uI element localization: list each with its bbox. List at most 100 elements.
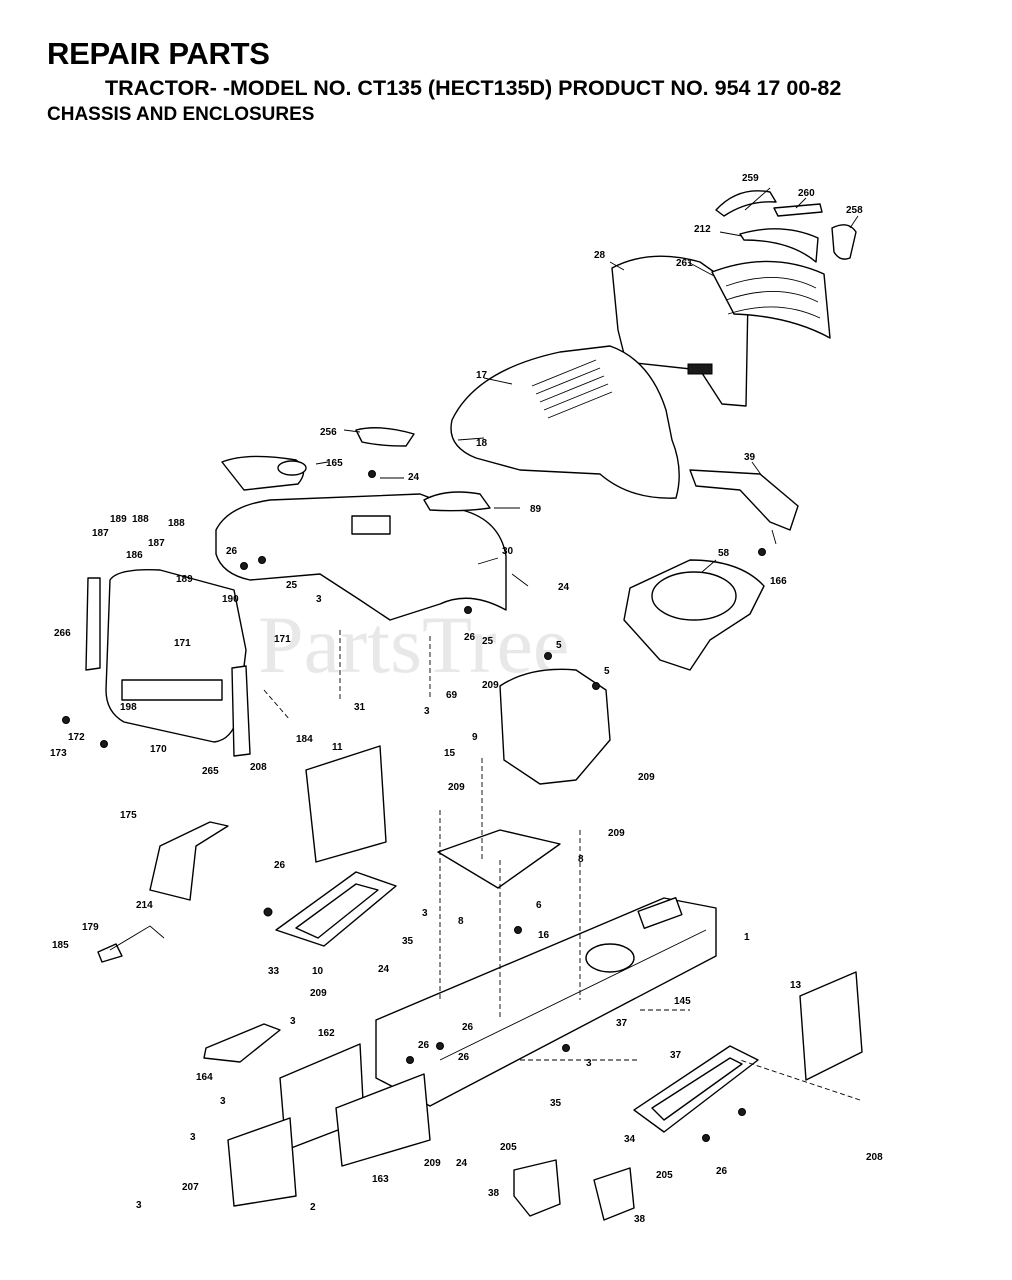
part-175	[149, 821, 229, 901]
callout: 171	[174, 638, 191, 649]
bolt	[544, 652, 552, 660]
callout: 18	[476, 438, 488, 449]
part-185	[97, 943, 123, 963]
callout: 179	[82, 922, 99, 933]
callout: 209	[448, 782, 465, 793]
callout: 205	[500, 1142, 517, 1153]
part-30	[215, 493, 507, 621]
callout: 173	[50, 748, 67, 759]
callout: 39	[744, 452, 756, 463]
callout: 3	[290, 1016, 296, 1027]
part-28-vent	[687, 363, 713, 375]
callout: 26	[464, 632, 476, 643]
part-1-slot	[637, 897, 683, 929]
bolt	[562, 1044, 570, 1052]
callout: 162	[318, 1028, 335, 1039]
bolt	[263, 907, 273, 917]
callout: 17	[476, 370, 488, 381]
callout: 256	[320, 427, 337, 438]
callout-labels: 259 260 258 212 28 261 17 18 256 165 24 …	[50, 173, 883, 1225]
callout: 31	[354, 702, 366, 713]
callout: 209	[608, 828, 625, 839]
callout: 170	[150, 744, 167, 755]
bolt	[758, 548, 766, 556]
callout: 8	[458, 916, 464, 927]
part-34-inner	[651, 1057, 743, 1121]
callout: 38	[634, 1214, 646, 1225]
callout: 212	[694, 224, 711, 235]
callout: 209	[310, 988, 327, 999]
callout: 3	[190, 1132, 196, 1143]
callout: 3	[220, 1096, 226, 1107]
callout: 26	[462, 1022, 474, 1033]
callout: 198	[120, 702, 137, 713]
part-165-cup	[277, 460, 307, 476]
callout: 26	[716, 1166, 728, 1177]
callout: 38	[488, 1188, 500, 1199]
callout: 24	[408, 472, 420, 483]
callout: 5	[604, 666, 610, 677]
callout: 13	[790, 980, 802, 991]
callout: 209	[424, 1158, 441, 1169]
callout: 188	[132, 514, 149, 525]
fasteners	[62, 470, 766, 1142]
callout: 8	[578, 854, 584, 865]
leader-lines	[263, 187, 861, 1101]
callout: 188	[168, 518, 185, 529]
part-212	[739, 228, 819, 263]
watermark: PartsTree	[258, 599, 569, 690]
bolt	[258, 556, 266, 564]
callout: 145	[674, 996, 691, 1007]
callout: 37	[670, 1050, 682, 1061]
bolt	[240, 562, 248, 570]
callout: 26	[458, 1052, 470, 1063]
callout: 6	[536, 900, 542, 911]
callout: 163	[372, 1174, 389, 1185]
callout: 28	[594, 250, 606, 261]
page-title: REPAIR PARTS	[47, 36, 270, 71]
callout: 205	[656, 1170, 673, 1181]
callout: 33	[268, 966, 280, 977]
bolt	[368, 470, 376, 478]
part-1-hole	[585, 943, 635, 973]
bolt	[738, 1108, 746, 1116]
part-58-opening	[651, 571, 737, 621]
callout: 208	[250, 762, 267, 773]
callout: 26	[274, 860, 286, 871]
callout: 190	[222, 594, 239, 605]
callout: 11	[332, 742, 343, 753]
callout: 26	[418, 1040, 430, 1051]
callout: 37	[616, 1018, 628, 1029]
part-259	[715, 190, 777, 217]
part-163	[335, 1073, 431, 1167]
bolt	[406, 1056, 414, 1064]
callout: 184	[296, 734, 313, 745]
callout: 164	[196, 1072, 213, 1083]
part-256	[355, 427, 415, 447]
bolt	[514, 926, 522, 934]
callout: 209	[482, 680, 499, 691]
bolt	[100, 740, 108, 748]
part-11	[305, 745, 387, 863]
part-9	[499, 668, 611, 785]
callout: 15	[444, 748, 456, 759]
callout: 89	[530, 504, 542, 515]
callout: 9	[472, 732, 478, 743]
callout: 209	[638, 772, 655, 783]
bolt	[702, 1134, 710, 1142]
part-28	[611, 255, 749, 407]
callout: 35	[402, 936, 414, 947]
callout: 214	[136, 900, 153, 911]
part-6	[437, 829, 561, 889]
callout: 258	[846, 205, 863, 216]
part-265	[231, 665, 251, 757]
callout: 266	[54, 628, 71, 639]
callout: 185	[52, 940, 69, 951]
bolt	[592, 682, 600, 690]
callout: 24	[378, 964, 390, 975]
callout: 34	[624, 1134, 636, 1145]
model-line: TRACTOR- -MODEL NO. CT135 (HECT135D) PRO…	[105, 76, 842, 100]
callout: 3	[136, 1200, 142, 1211]
callout: 58	[718, 548, 730, 559]
section-title: CHASSIS AND ENCLOSURES	[47, 104, 315, 125]
